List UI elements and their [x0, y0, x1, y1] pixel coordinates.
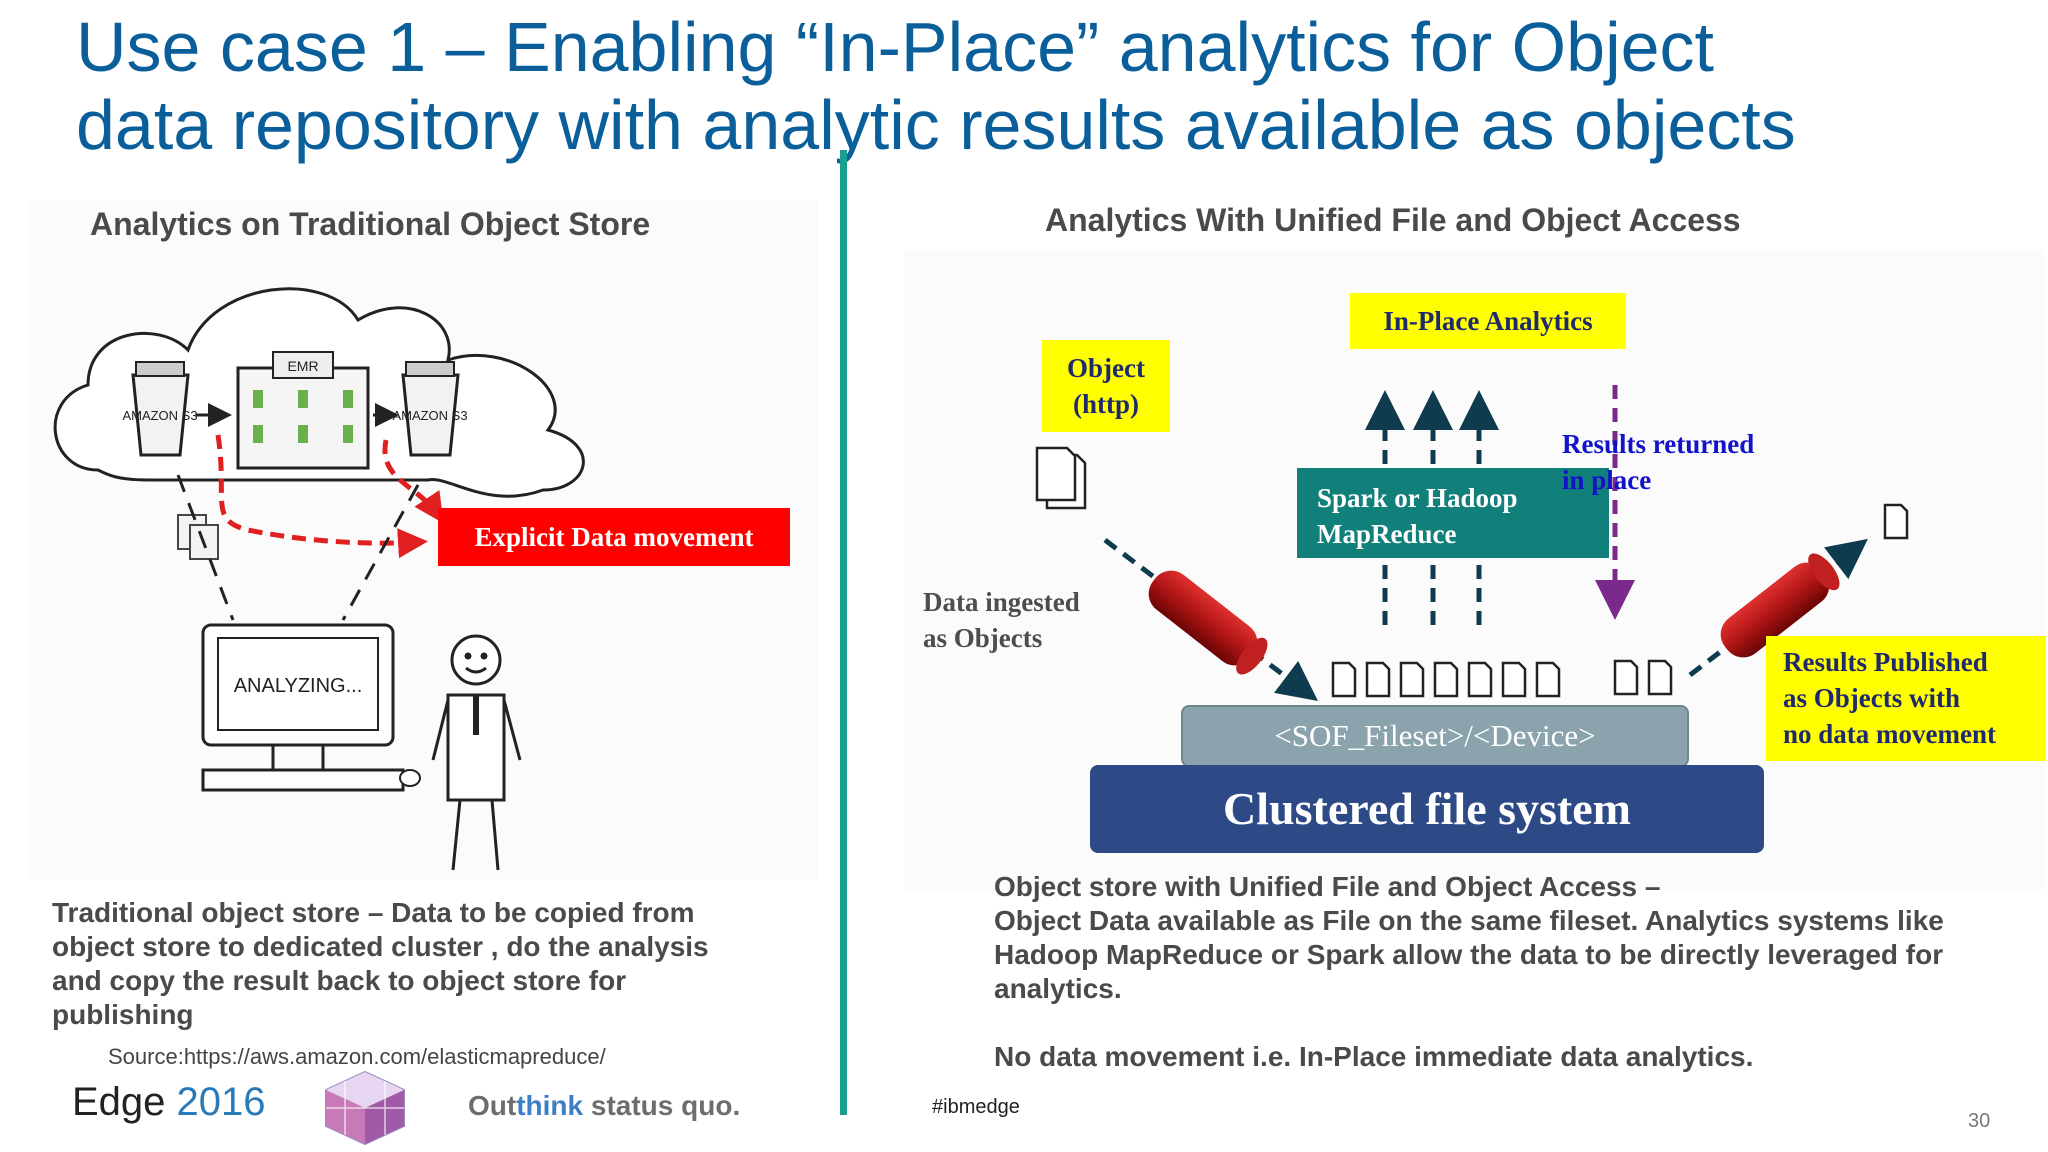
results-returned-line-1: Results returned: [1562, 429, 1755, 459]
results-published-label: Results Published as Objects with no dat…: [1766, 636, 2046, 761]
right-heading: Analytics With Unified File and Object A…: [1045, 202, 1741, 238]
left-heading: Analytics on Traditional Object Store: [90, 206, 651, 242]
data-document-icon: [177, 514, 219, 560]
source-citation: Source:https://aws.amazon.com/elasticmap…: [108, 1044, 606, 1069]
traditional-analytics-illustration: AMAZON S3 EMR AMAZON S3 ANALYZING...: [53, 287, 585, 871]
data-ingested-line-2: as Objects: [923, 623, 1043, 653]
results-published-line-3: no data movement: [1783, 719, 1996, 749]
edge-2016-logo: Edge 2016: [72, 1080, 266, 1125]
object-document-icon: [1035, 446, 1087, 510]
right-desc-line-2: No data movement i.e. In-Place immediate…: [994, 1041, 1754, 1072]
page-number: 30: [1968, 1110, 1991, 1132]
upward-analytics-arrows: [1365, 390, 1499, 625]
cube-logo-icon: [325, 1070, 405, 1146]
emr-cluster-icon: EMR: [236, 351, 370, 470]
amazon-s3-left-icon: AMAZON S3: [122, 361, 198, 457]
right-description: Object store with Unified File and Objec…: [994, 870, 2004, 1074]
s3-right-label: AMAZON S3: [392, 408, 467, 423]
outthink-tagline: Outthink status quo.: [468, 1090, 740, 1122]
left-description: Traditional object store – Data to be co…: [52, 897, 709, 1030]
object-http-line-1: Object: [1067, 353, 1145, 383]
title-line-1: Use case 1 – Enabling “In-Place” analyti…: [76, 8, 1714, 86]
edge-year: 2016: [176, 1080, 266, 1124]
vertical-divider: [840, 150, 847, 1115]
s3-left-label: AMAZON S3: [122, 408, 197, 423]
computer-icon: ANALYZING...: [201, 623, 421, 792]
results-returned-label: Results returned in place: [1562, 426, 1754, 498]
publish-arrow: [1688, 538, 1868, 677]
fileset-documents: [1331, 659, 1673, 698]
right-desc-line-1: Object store with Unified File and Objec…: [994, 871, 1661, 902]
spark-line-2: MapReduce: [1317, 519, 1457, 549]
fileset-device-bar: <SOF_Fileset>/<Device>: [1181, 705, 1689, 767]
outthink-a: Out: [468, 1090, 517, 1121]
published-document-icon: [1883, 503, 1909, 540]
edge-word: Edge: [72, 1080, 166, 1124]
ingest-pipe-icon: [1148, 570, 1268, 675]
explicit-data-movement-label: Explicit Data movement: [438, 508, 790, 566]
spark-line-1: Spark or Hadoop: [1317, 483, 1518, 513]
publish-pipe-icon: [1720, 553, 1840, 658]
amazon-s3-right-icon: AMAZON S3: [392, 361, 468, 457]
data-ingested-line-1: Data ingested: [923, 587, 1080, 617]
outthink-c: status quo.: [583, 1090, 741, 1121]
results-published-line-2: as Objects with: [1783, 683, 1960, 713]
results-returned-line-2: in place: [1562, 465, 1652, 495]
monitor-text: ANALYZING...: [234, 675, 363, 697]
explicit-movement-arrow-2: [382, 439, 444, 524]
unified-access-diagram: [1035, 385, 1909, 702]
spark-hadoop-box: Spark or Hadoop MapReduce: [1297, 468, 1609, 558]
title-line-2: data repository with analytic results av…: [76, 86, 1796, 164]
explicit-movement-arrow-1: [215, 434, 428, 559]
outthink-b: think: [516, 1090, 584, 1121]
emr-label: EMR: [287, 358, 318, 374]
clustered-file-system-bar: Clustered file system: [1090, 765, 1764, 853]
object-http-label: Object (http): [1042, 340, 1170, 432]
person-figure-icon: [431, 634, 522, 871]
results-published-line-1: Results Published: [1783, 647, 1988, 677]
hashtag: #ibmedge: [932, 1096, 1020, 1118]
data-ingested-label: Data ingested as Objects: [923, 584, 1080, 656]
in-place-analytics-label: In-Place Analytics: [1350, 293, 1626, 349]
page-title: Use case 1 – Enabling “In-Place” analyti…: [76, 8, 1976, 164]
object-http-line-2: (http): [1073, 389, 1139, 419]
right-desc-body: Object Data available as File on the sam…: [994, 905, 1944, 1004]
spacer: [994, 1006, 2004, 1040]
